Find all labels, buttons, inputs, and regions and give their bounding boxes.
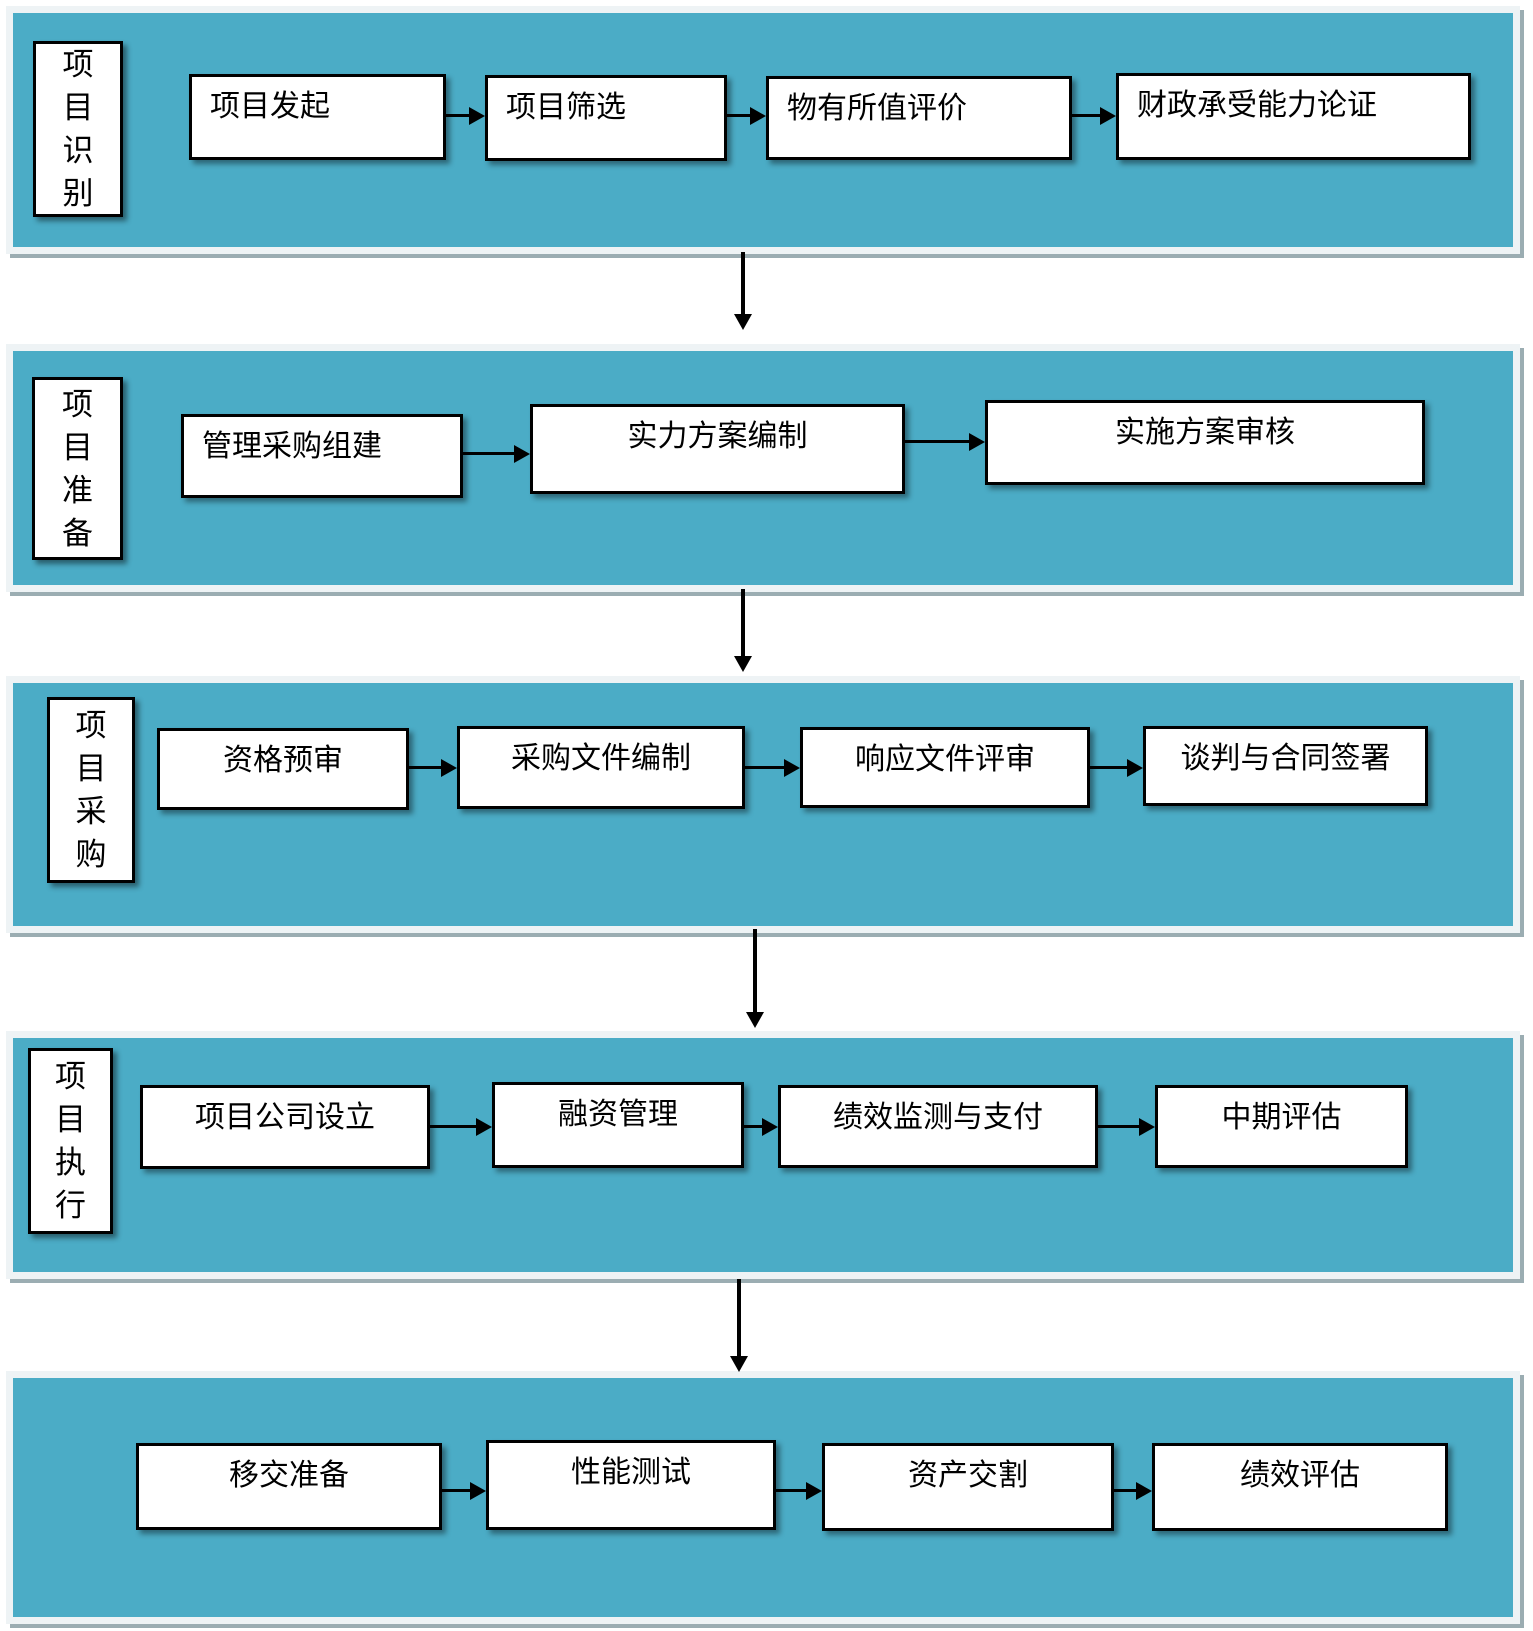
stage-label-execution: 项目执行 xyxy=(28,1048,113,1234)
process-node: 性能测试 xyxy=(486,1440,776,1530)
stage-label-text: 项目采购 xyxy=(75,708,107,872)
process-node: 响应文件评审 xyxy=(800,727,1090,808)
stage-label-text: 项目准备 xyxy=(62,386,93,551)
process-node: 项目发起 xyxy=(189,74,446,160)
flow-arrow-down-icon xyxy=(730,1279,748,1372)
flow-arrow-down-icon xyxy=(734,252,752,330)
process-node: 绩效评估 xyxy=(1152,1443,1448,1531)
flow-arrow-right-icon xyxy=(463,445,530,463)
stage-label-procurement: 项目采购 xyxy=(47,697,135,883)
process-node: 物有所值评价 xyxy=(766,76,1072,160)
flow-arrow-right-icon xyxy=(744,1118,778,1136)
flow-arrow-right-icon xyxy=(442,1482,486,1500)
flow-arrow-right-icon xyxy=(1072,107,1116,125)
process-node: 项目筛选 xyxy=(485,75,727,161)
process-node: 资格预审 xyxy=(157,728,409,810)
process-node: 融资管理 xyxy=(492,1082,744,1168)
process-node: 采购文件编制 xyxy=(457,726,745,809)
process-node: 资产交割 xyxy=(822,1443,1114,1531)
process-node: 实力方案编制 xyxy=(530,404,905,494)
process-node: 绩效监测与支付 xyxy=(778,1085,1098,1168)
process-node: 中期评估 xyxy=(1155,1085,1408,1168)
flow-arrow-down-icon xyxy=(746,929,764,1028)
process-node: 谈判与合同签署 xyxy=(1143,726,1428,806)
flow-arrow-right-icon xyxy=(430,1118,492,1136)
stage-label-identification: 项目识别 xyxy=(33,41,123,217)
flow-arrow-right-icon xyxy=(905,433,985,451)
flow-arrow-right-icon xyxy=(776,1482,822,1500)
flow-arrow-right-icon xyxy=(1090,759,1143,777)
flow-arrow-right-icon xyxy=(409,759,457,777)
flow-arrow-right-icon xyxy=(745,759,800,777)
process-node: 移交准备 xyxy=(136,1443,442,1530)
process-node: 财政承受能力论证 xyxy=(1116,73,1471,160)
process-node: 管理采购组建 xyxy=(181,414,463,498)
stage-label-preparation: 项目准备 xyxy=(32,377,123,560)
flow-arrow-right-icon xyxy=(1114,1482,1152,1500)
flow-arrow-right-icon xyxy=(727,107,766,125)
flow-arrow-down-icon xyxy=(734,589,752,672)
process-node: 实施方案审核 xyxy=(985,400,1425,485)
flow-arrow-right-icon xyxy=(1098,1118,1155,1136)
flow-arrow-right-icon xyxy=(446,107,485,125)
process-node: 项目公司设立 xyxy=(140,1085,430,1169)
stage-label-text: 项目执行 xyxy=(55,1059,86,1223)
stage-label-text: 项目识别 xyxy=(62,47,94,211)
